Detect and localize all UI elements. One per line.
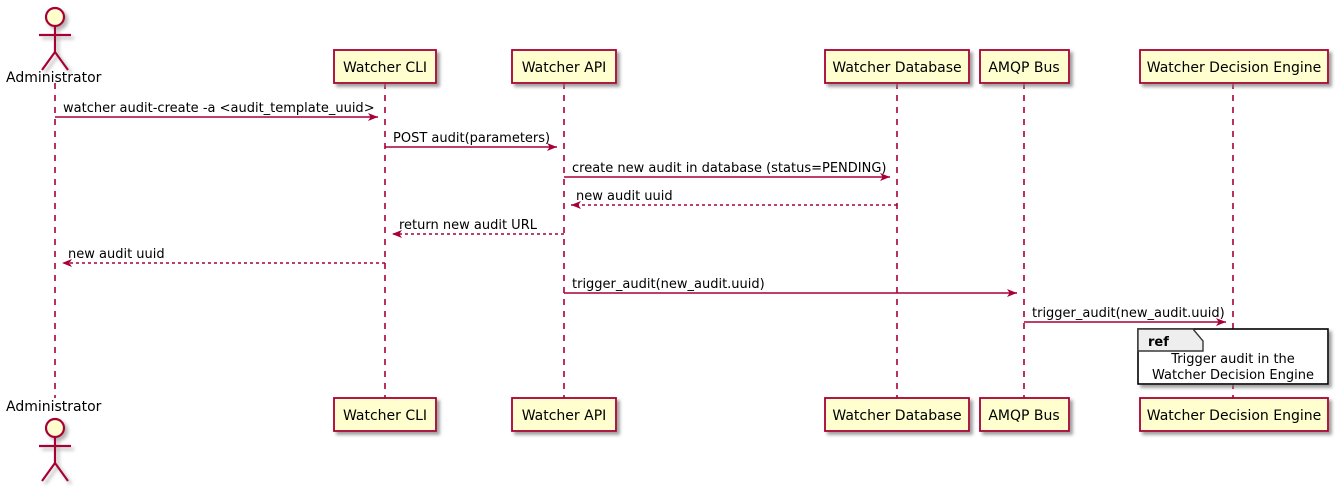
actor-administrator-top[interactable]: [39, 6, 71, 71]
message-7-trigger-audit[interactable]: trigger_audit(new_audit.uuid): [564, 277, 1017, 297]
participant-rect: [511, 49, 617, 84]
actor-leg-right-icon: [54, 462, 69, 482]
message-label: create new audit in database (status=PEN…: [572, 161, 887, 176]
participant-rect: [979, 49, 1070, 84]
participant-box-watcher-decision-engine-top[interactable]: Watcher Decision Engine: [1139, 49, 1329, 84]
ref-fragment-tab: [1137, 328, 1204, 352]
participant-rect: [979, 397, 1070, 432]
participant-box-amqp-bus-top[interactable]: AMQP Bus: [979, 49, 1070, 84]
actor-leg-left-icon: [41, 462, 56, 482]
participant-box-watcher-database-bottom[interactable]: Watcher Database: [824, 397, 970, 432]
message-label: return new audit URL: [399, 218, 538, 233]
actor-leg-right-icon: [54, 51, 69, 71]
participant-rect: [511, 397, 617, 432]
message-3-create-new-audit[interactable]: create new audit in database (status=PEN…: [564, 161, 890, 181]
ref-fragment-line-1: Trigger audit in the: [1170, 352, 1295, 367]
actor-label-administrator-top: Administrator: [6, 70, 102, 86]
message-2-post-audit[interactable]: POST audit(parameters): [385, 131, 557, 151]
participant-label: Watcher Database: [832, 60, 961, 76]
ref-fragment-tab-label: ref: [1148, 335, 1169, 350]
participant-label: Watcher API: [522, 60, 607, 76]
participant-label: Watcher Decision Engine: [1147, 60, 1321, 76]
participant-box-watcher-decision-engine-bottom[interactable]: Watcher Decision Engine: [1139, 397, 1329, 432]
actor-leg-left-icon: [41, 51, 56, 71]
participant-box-watcher-database-top[interactable]: Watcher Database: [824, 49, 970, 84]
ref-fragment-line-2: Watcher Decision Engine: [1152, 368, 1314, 383]
message-4-new-audit-uuid[interactable]: new audit uuid: [571, 189, 897, 209]
actor-administrator-bottom[interactable]: [39, 417, 71, 482]
participant-box-watcher-cli-bottom[interactable]: Watcher CLI: [333, 397, 437, 432]
participant-box-watcher-cli-top[interactable]: Watcher CLI: [333, 49, 437, 84]
participant-rect: [333, 397, 437, 432]
participant-rect: [824, 397, 970, 432]
participant-label: AMQP Bus: [988, 408, 1059, 424]
participant-rect: [1139, 49, 1329, 84]
message-label: new audit uuid: [576, 189, 673, 204]
message-label: trigger_audit(new_audit.uuid): [572, 277, 765, 292]
message-6-new-audit-uuid[interactable]: new audit uuid: [62, 247, 385, 267]
participant-label: Watcher CLI: [343, 408, 427, 424]
actor-head-icon: [44, 417, 66, 439]
participant-label: Watcher API: [522, 408, 607, 424]
message-8-trigger-audit[interactable]: trigger_audit(new_audit.uuid): [1024, 306, 1226, 326]
participant-rect: [1139, 397, 1329, 432]
participant-rect: [824, 49, 970, 84]
message-label: new audit uuid: [68, 247, 165, 262]
message-label: POST audit(parameters): [393, 131, 550, 146]
actor-head-icon: [44, 6, 66, 28]
lifelines-group: [54, 83, 1234, 398]
ref-fragment[interactable]: ref Trigger audit in the Watcher Decisio…: [1137, 328, 1329, 385]
message-label: watcher audit-create -a <audit_template_…: [63, 101, 375, 116]
message-1-watcher-audit-create[interactable]: watcher audit-create -a <audit_template_…: [55, 101, 378, 121]
participant-label: Watcher Database: [832, 408, 961, 424]
participant-label: Watcher CLI: [343, 60, 427, 76]
participant-box-watcher-api-bottom[interactable]: Watcher API: [511, 397, 617, 432]
actor-label-administrator-bottom: Administrator: [6, 399, 102, 415]
participant-label: AMQP Bus: [988, 60, 1059, 76]
participant-box-amqp-bus-bottom[interactable]: AMQP Bus: [979, 397, 1070, 432]
message-5-return-new-audit-url[interactable]: return new audit URL: [392, 218, 564, 238]
message-label: trigger_audit(new_audit.uuid): [1032, 306, 1225, 321]
participant-box-watcher-api-top[interactable]: Watcher API: [511, 49, 617, 84]
participant-label: Watcher Decision Engine: [1147, 408, 1321, 424]
participant-rect: [333, 49, 437, 84]
